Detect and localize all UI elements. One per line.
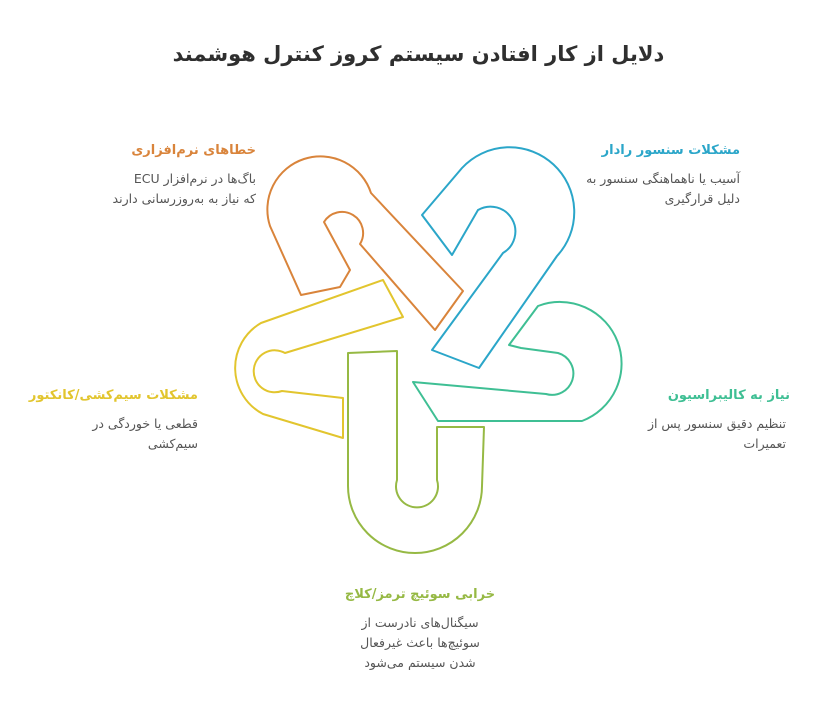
sensor-loop (421, 146, 576, 369)
item-switch-heading: خرابی سوئیچ ترمز/کلاچ (344, 587, 496, 602)
item-software: خطاهای نرم‌افزاری باگ‌ها در نرم‌افزار EC… (80, 141, 256, 209)
wiring-loop (234, 279, 404, 439)
item-wiring-description: قطعی یا خوردگی در سیم‌کشی (92, 416, 198, 451)
item-sensor-description: آسیب یا ناهماهنگی سنسور به دلیل قرارگیری (586, 171, 740, 206)
item-calibration-heading: نیاز به کالیبراسیون (667, 388, 790, 403)
item-calibration-description: تنظیم دقیق سنسور پس از تعمیرات (647, 416, 786, 451)
item-switch: خرابی سوئیچ ترمز/کلاچ سیگنال‌های نادرست … (320, 585, 520, 673)
item-calibration: نیاز به کالیبراسیون تنظیم دقیق سنسور پس … (624, 386, 790, 454)
switch-loop (347, 350, 485, 554)
item-wiring: مشکلات سیم‌کشی/کانکتور قطعی یا خوردگی در… (18, 386, 198, 454)
item-sensor: مشکلات سنسور رادار آسیب یا ناهماهنگی سنس… (580, 141, 740, 209)
diagram-title: دلایل از کار افتادن سیستم کروز کنترل هوش… (172, 42, 665, 66)
item-switch-description: سیگنال‌های نادرست از سوئیچ‌ها باعث غیرفع… (360, 615, 480, 670)
calibration-loop (412, 301, 623, 422)
item-software-heading: خطاهای نرم‌افزاری (131, 143, 256, 158)
item-sensor-heading: مشکلات سنسور رادار (601, 143, 740, 158)
item-software-description: باگ‌ها در نرم‌افزار ECU که نیاز به به‌رو… (112, 171, 256, 206)
item-wiring-heading: مشکلات سیم‌کشی/کانکتور (28, 388, 198, 403)
software-loop (266, 155, 464, 331)
